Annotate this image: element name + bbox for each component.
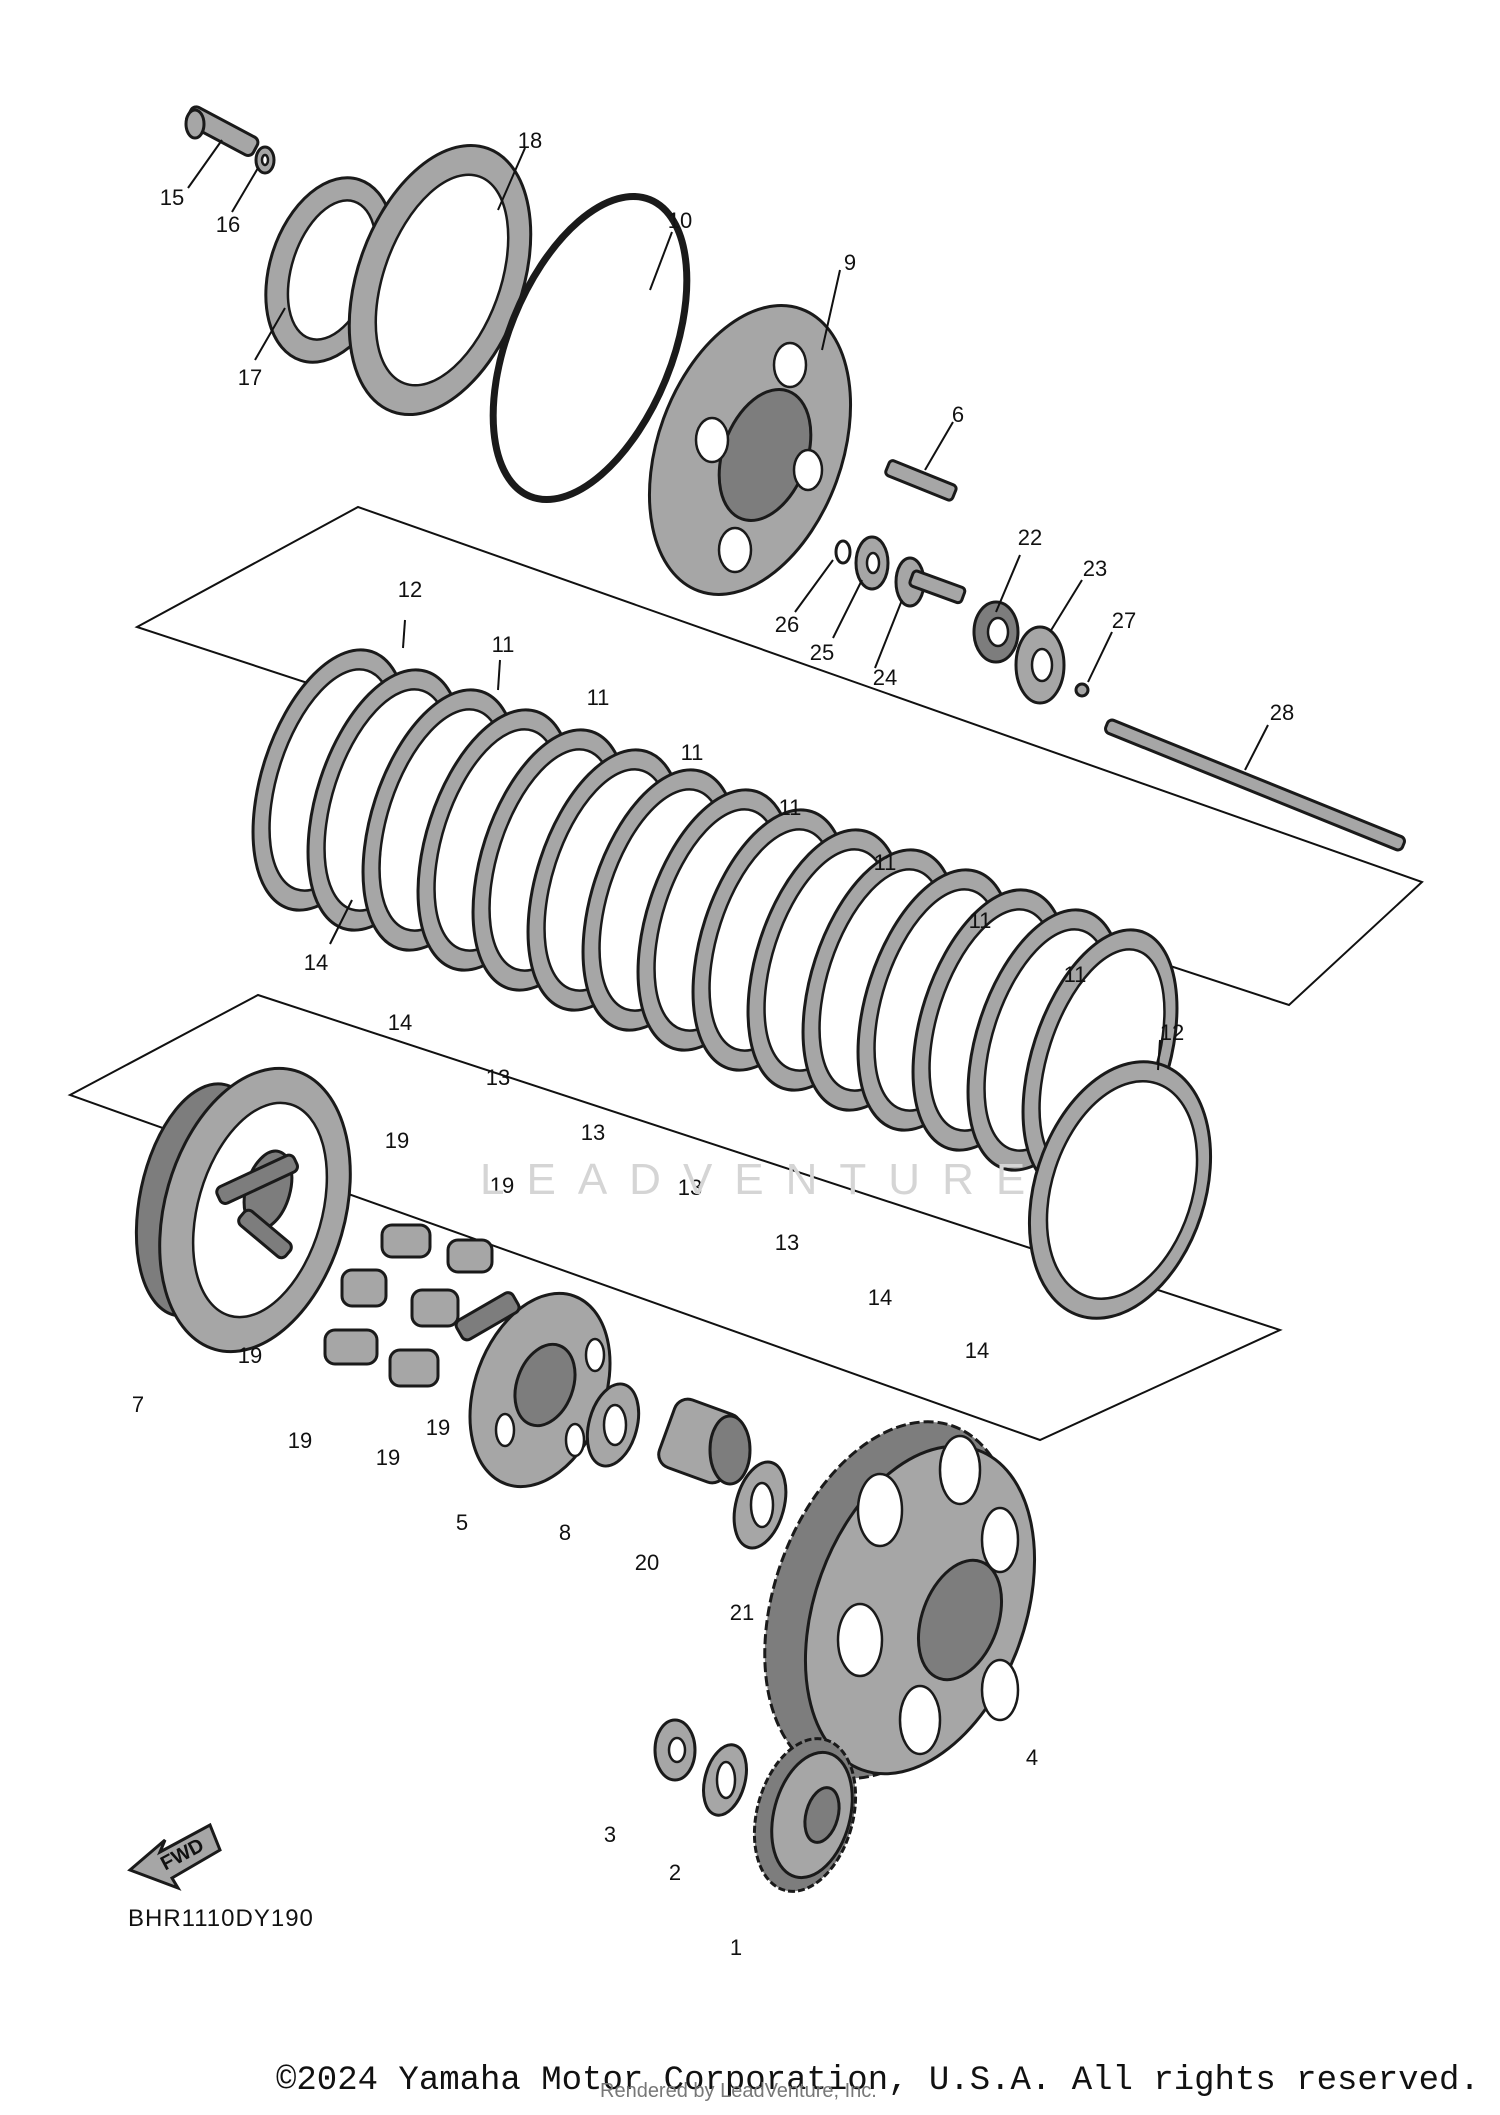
part-number-11: 11 (779, 795, 802, 820)
part-number-12: 12 (1160, 1020, 1184, 1045)
part-number-13: 13 (775, 1230, 799, 1255)
part-number-7: 7 (132, 1392, 144, 1417)
part-number-16: 16 (216, 212, 240, 237)
part-number-19: 19 (490, 1173, 514, 1198)
primary-drive-gear (752, 1737, 858, 1893)
clutch-housing (763, 1420, 1037, 1780)
part-number-11: 11 (874, 850, 897, 875)
bearing-nut (972, 600, 1020, 664)
part-number-15: 15 (160, 185, 184, 210)
fwd-arrow: FWD (127, 1822, 222, 1891)
rendered-by-notice: Rendered by LeadVenture, Inc. (600, 2080, 877, 2102)
push-rod-1 (894, 556, 967, 608)
part-number-6: 6 (952, 402, 964, 427)
part-number-26: 26 (775, 612, 799, 637)
clutch-hub (454, 1291, 612, 1489)
part-number-19: 19 (376, 1445, 400, 1470)
part-number-11: 11 (492, 632, 515, 657)
copyright-notice: ©2024 Yamaha Motor Corporation, U.S.A. A… (276, 2062, 1480, 2100)
part-number-1: 1 (730, 1935, 742, 1960)
part-number-9: 9 (844, 250, 856, 275)
part-number-17: 17 (238, 365, 262, 390)
part-number-20: 20 (635, 1550, 659, 1575)
part-number-14: 14 (965, 1338, 989, 1363)
part-number-24: 24 (873, 665, 897, 690)
part-number-5: 5 (456, 1510, 468, 1535)
part-number-11: 11 (1064, 962, 1087, 987)
part-number-14: 14 (868, 1285, 892, 1310)
part-number-11: 11 (681, 740, 704, 765)
clutch-boss (134, 1066, 352, 1354)
part-number-4: 4 (1026, 1745, 1038, 1770)
part-number-8: 8 (559, 1520, 571, 1545)
part-number-labels: 15 16 17 18 10 9 6 22 23 27 28 26 25 24 … (132, 128, 1294, 1960)
push-rod-2 (1104, 718, 1406, 852)
boss-assembly-frame (67, 993, 1283, 1442)
part-number-19: 19 (238, 1343, 262, 1368)
part-number-22: 22 (1018, 525, 1042, 550)
watermark: LEADVENTURE (480, 1155, 1048, 1204)
part-number-3: 3 (604, 1822, 616, 1847)
clutch-plate-stack (251, 648, 1213, 1320)
part-number-23: 23 (1083, 556, 1107, 581)
leader-lines (187, 139, 1269, 1071)
part-number-12: 12 (398, 577, 422, 602)
part-number-25: 25 (810, 640, 834, 665)
part-number-14: 14 (304, 950, 328, 975)
lock-washer (702, 1743, 748, 1817)
pressure-plate (647, 304, 853, 596)
part-number-2: 2 (669, 1860, 681, 1885)
drawing-code: BHR1110DY190 (128, 1905, 314, 1932)
part-number-11: 11 (969, 908, 992, 933)
washer-8 (585, 1382, 641, 1468)
nut (653, 1718, 697, 1782)
bolt (184, 105, 260, 157)
thrust-washer (1014, 625, 1066, 705)
ball (1074, 682, 1090, 698)
clutch-plate-18 (347, 143, 533, 417)
o-ring (489, 193, 691, 503)
washer-21 (732, 1460, 788, 1550)
part-number-13: 13 (486, 1065, 510, 1090)
part-number-19: 19 (288, 1428, 312, 1453)
part-number-21: 21 (730, 1600, 754, 1625)
circlip (834, 539, 852, 565)
part-number-19: 19 (385, 1128, 409, 1153)
part-number-18: 18 (518, 128, 542, 153)
part-number-28: 28 (1270, 700, 1294, 725)
part-number-10: 10 (668, 208, 692, 233)
collar (657, 1397, 752, 1486)
part-number-13: 13 (581, 1120, 605, 1145)
part-number-11: 11 (587, 685, 610, 710)
bearing (854, 535, 890, 591)
part-number-19: 19 (426, 1415, 450, 1440)
part-number-27: 27 (1112, 608, 1136, 633)
damper-rubbers (323, 1223, 494, 1388)
part-number-13: 13 (678, 1175, 702, 1200)
push-rod-pin (884, 459, 958, 502)
part-number-14: 14 (388, 1010, 412, 1035)
